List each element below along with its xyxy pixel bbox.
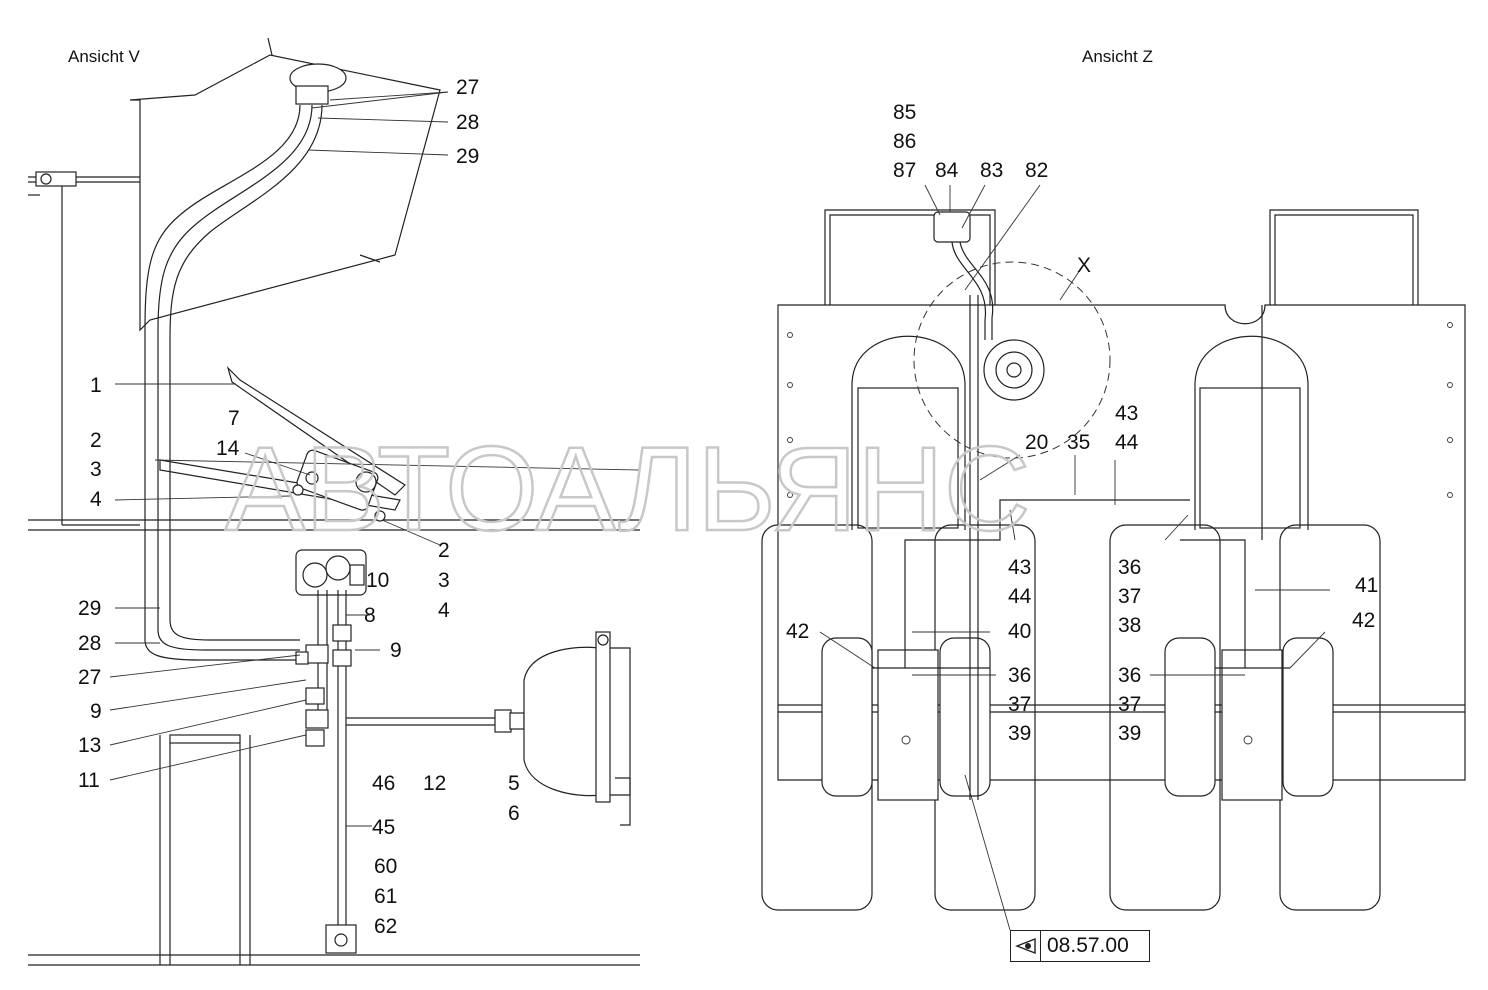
callout: 35 xyxy=(1067,431,1090,454)
reference-number: 08.57.00 xyxy=(1047,934,1129,957)
callout: 36 xyxy=(1118,556,1141,579)
callout: 36 xyxy=(1118,664,1141,687)
view-z-drawing xyxy=(761,184,1466,931)
callout: 61 xyxy=(374,885,397,908)
callout: 14 xyxy=(216,437,240,460)
callout: 40 xyxy=(1008,620,1031,643)
callout: 38 xyxy=(1118,614,1141,637)
callout: 83 xyxy=(980,159,1003,182)
callout: 4 xyxy=(90,488,102,511)
callout: 37 xyxy=(1118,693,1141,716)
callout: 2 xyxy=(90,429,102,452)
callout: 37 xyxy=(1008,693,1031,716)
callout: 39 xyxy=(1118,722,1141,745)
callout: 36 xyxy=(1008,664,1031,687)
callout: 5 xyxy=(508,772,520,795)
callout: 4 xyxy=(438,599,450,622)
callout: 10 xyxy=(366,569,389,592)
callout: 28 xyxy=(78,632,101,655)
callout: 43 xyxy=(1008,556,1031,579)
callout: 12 xyxy=(423,772,446,795)
callout: 27 xyxy=(456,76,479,99)
view-v-drawing xyxy=(28,37,641,966)
callout: 27 xyxy=(78,666,101,689)
callout: 84 xyxy=(935,159,959,182)
callout: 87 xyxy=(893,159,916,182)
reference-box: 08.57.00 xyxy=(1010,930,1150,962)
callout: 3 xyxy=(438,569,450,592)
callout: 9 xyxy=(90,700,102,723)
callout: 29 xyxy=(78,597,101,620)
callout: 45 xyxy=(372,816,395,839)
callout: 46 xyxy=(372,772,395,795)
left-callouts: 27 28 29 1 7 14 2 3 4 2 3 4 10 8 9 29 28… xyxy=(78,76,520,938)
callout: 85 xyxy=(893,101,916,124)
callout: 6 xyxy=(508,802,520,825)
callout: 42 xyxy=(786,620,809,643)
detail-x-marker: X xyxy=(1077,254,1091,277)
callout: 11 xyxy=(78,769,100,792)
callout: 3 xyxy=(90,458,102,481)
callout: 62 xyxy=(374,915,397,938)
callout: 1 xyxy=(90,374,102,397)
callout: 8 xyxy=(364,604,376,627)
callout: 44 xyxy=(1115,431,1139,454)
callout: 86 xyxy=(893,130,916,153)
callout: 20 xyxy=(1025,431,1048,454)
callout: 42 xyxy=(1352,609,1375,632)
right-callouts: 85 86 87 84 83 82 43 44 20 35 43 44 36 3… xyxy=(786,101,1378,745)
callout: 29 xyxy=(456,145,479,168)
callout: 7 xyxy=(228,407,240,430)
callout: 43 xyxy=(1115,402,1138,425)
eye-icon xyxy=(1011,931,1041,961)
callout: 28 xyxy=(456,111,479,134)
callout: 39 xyxy=(1008,722,1031,745)
callout: 44 xyxy=(1008,585,1032,608)
callout: 37 xyxy=(1118,585,1141,608)
callout: 82 xyxy=(1025,159,1048,182)
callout: 9 xyxy=(390,639,402,662)
callout: 60 xyxy=(374,855,397,878)
callout: 41 xyxy=(1355,574,1378,597)
callout: 2 xyxy=(438,539,450,562)
view-v-title: Ansicht V xyxy=(68,47,140,66)
watermark: АВТОАЛЬЯНС xyxy=(225,422,1030,556)
callout: 13 xyxy=(78,734,101,757)
view-z-title: Ansicht Z xyxy=(1082,47,1153,66)
